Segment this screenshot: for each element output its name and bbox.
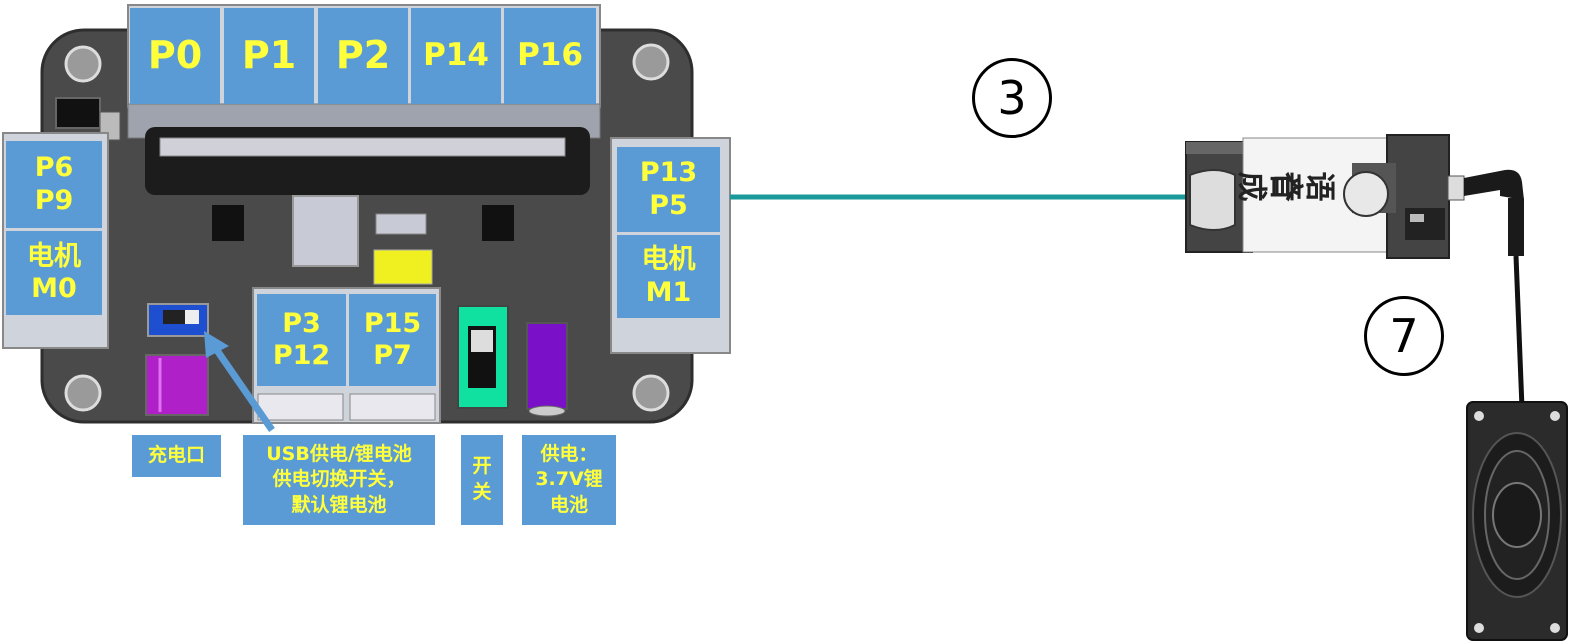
right-pin-p5: P5 [649,189,688,221]
usb-switch-line3: 默认锂电池 [291,493,387,516]
left-port-motor: 电机 M0 [6,231,102,315]
bottom-port-p3-p12: P3 P12 [257,294,346,386]
module-text-col-left: 合 成 [1234,170,1301,204]
usb-switch-label: USB供电/锂电池 供电切换开关， 默认锂电池 [243,435,435,525]
battery-line1: 供电： [540,442,598,465]
module-char-he: 合 [1265,171,1301,202]
right-port-pins: P13 P5 [617,147,720,232]
bottom-pin-p3: P3 [282,307,321,339]
left-port-pins: P6 P9 [6,141,102,228]
power-switch [457,305,509,409]
power-switch-label: 开 关 [461,435,503,525]
module-char-cheng: 成 [1234,171,1269,202]
right-motor-m1: M1 [645,276,692,308]
voice-synthesis-module [1185,134,1465,259]
usb-switch-line2: 供电切换开关， [272,468,406,491]
usb-switch-line1: USB供电/锂电池 [266,442,412,465]
edge-connector-slot [145,127,590,195]
battery-connector [526,322,568,410]
battery-line3: 电池 [549,493,588,516]
power-switch-on: 开 [472,455,492,478]
battery-label: 供电： 3.7V锂 电池 [522,435,616,525]
charge-port-connector [145,354,209,416]
mounting-hole-icons [64,43,670,412]
bottom-port-p15-p7: P15 P7 [349,294,436,386]
right-port-motor: 电机 M1 [617,235,720,318]
power-switch-off: 关 [472,481,492,503]
callout-module-number: 3 [972,58,1052,138]
bottom-pin-p15: P15 [363,307,422,339]
left-motor-m0: M0 [31,273,77,304]
right-pin-p13: P13 [639,157,698,189]
chip-icon [55,97,101,129]
charge-port-label: 充电口 [132,435,221,477]
top-port-p0: P0 [130,8,220,104]
arrow-icon [204,331,275,432]
speaker-icon [1466,401,1568,641]
top-port-p2: P2 [318,8,408,104]
top-port-p1: P1 [224,8,314,104]
battery-line2: 3.7V锂 [535,468,603,491]
yellow-component [373,249,433,285]
left-pin-p6: P6 [34,152,74,184]
callout-speaker-number: 7 [1364,296,1444,376]
top-port-p16: P16 [504,8,596,104]
top-port-p14: P14 [411,8,501,104]
module-char-yu: 语 [1301,171,1337,202]
bottom-pin-p12: P12 [272,340,331,371]
speaker-cable [1464,169,1525,409]
right-motor-label: 电机 [641,244,696,276]
bottom-pin-p7: P7 [373,340,412,371]
left-pin-p9: P9 [34,184,74,216]
left-motor-label: 电机 [27,240,81,272]
